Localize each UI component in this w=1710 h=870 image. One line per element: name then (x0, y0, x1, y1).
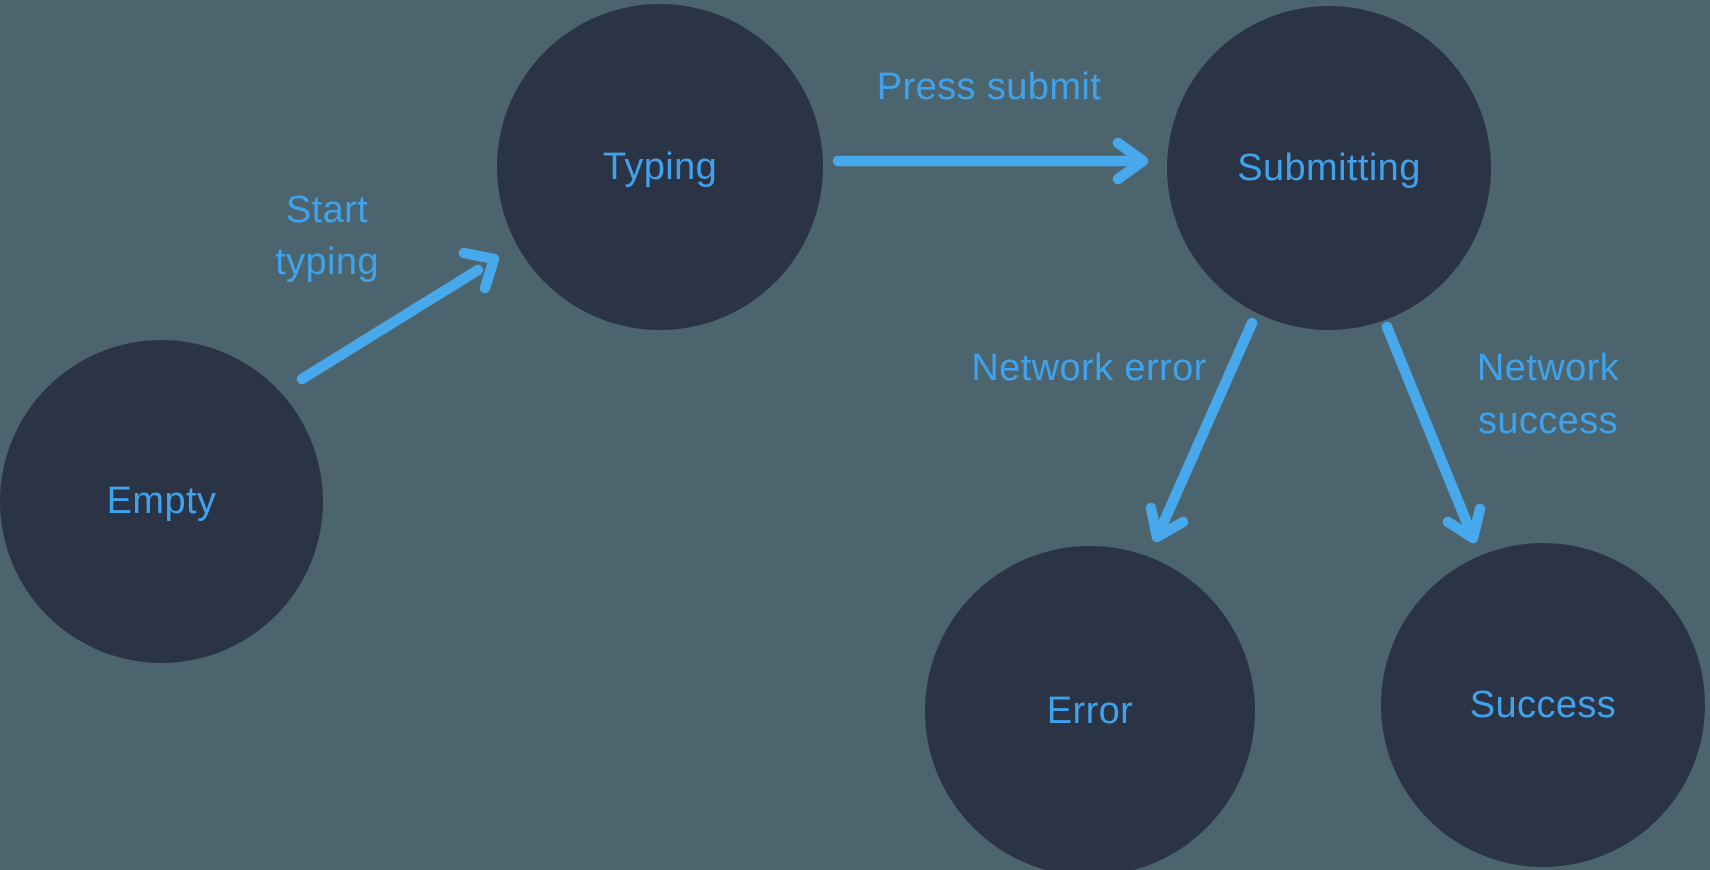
state-node-typing: Typing (497, 4, 823, 330)
state-node-label: Success (1469, 683, 1617, 726)
edge-label-press-submit: Press submit (876, 66, 1102, 108)
edge-start-typing (296, 247, 500, 385)
state-node-label: Error (1046, 689, 1134, 732)
state-node-error: Error (925, 546, 1255, 870)
edge-network-success-arrowhead-icon (1442, 503, 1486, 544)
state-node-submitting: Submitting (1167, 6, 1491, 330)
edge-label-start-typing: Start typing (275, 189, 379, 283)
edge-network-error-arrowhead-icon (1145, 502, 1189, 543)
edge-network-success (1381, 321, 1486, 544)
state-node-label: Empty (106, 480, 217, 522)
edge-network-success-shaft (1381, 321, 1475, 534)
state-node-label: Typing (602, 145, 718, 188)
edge-press-submit (832, 137, 1149, 185)
edge-network-error-shaft (1156, 317, 1258, 532)
edge-start-typing-arrowhead-icon (458, 247, 500, 294)
edge-label-network-success: Network success (1476, 347, 1620, 442)
state-node-success: Success (1381, 543, 1705, 867)
state-node-label: Submitting (1237, 146, 1421, 189)
state-node-empty: Empty (0, 340, 323, 663)
edge-start-typing-shaft (296, 264, 484, 385)
edge-network-error (1145, 317, 1258, 543)
edge-label-network-error: Network error (971, 347, 1207, 389)
edge-press-submit-arrowhead-icon (1112, 137, 1149, 185)
